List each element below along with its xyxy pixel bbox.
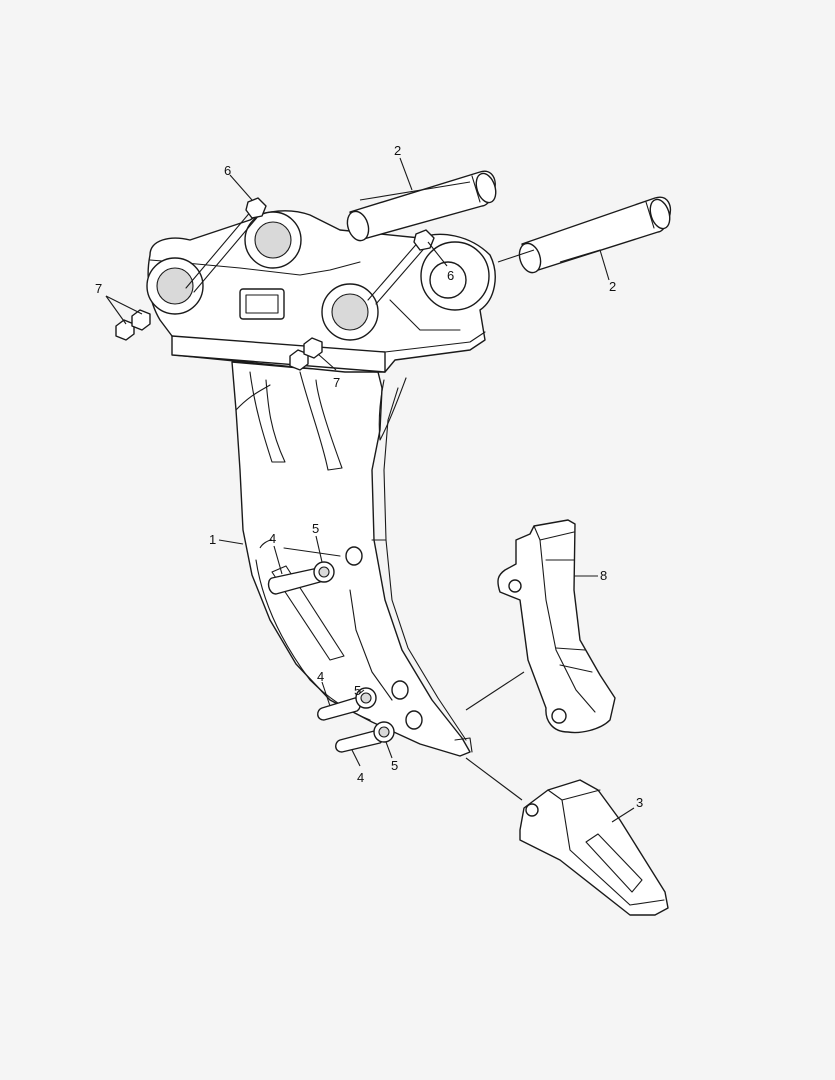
callout-2-lower: 2 <box>609 279 616 294</box>
callout-1: 1 <box>209 532 216 547</box>
callout-4-bottom: 4 <box>357 770 364 785</box>
coupler-bracket <box>146 210 496 373</box>
callout-5-bottom: 5 <box>391 758 398 773</box>
callout-4-mid: 4 <box>317 669 324 684</box>
callout-6-left: 6 <box>224 163 231 178</box>
pin-lower <box>518 196 672 274</box>
bolt-right <box>367 229 435 305</box>
callout-3: 3 <box>636 795 643 810</box>
callout-8: 8 <box>600 568 607 583</box>
nuts-left <box>115 309 151 341</box>
callout-4-top: 4 <box>269 531 276 546</box>
pin-upper <box>346 170 497 242</box>
ripper-tooth <box>519 779 669 916</box>
nuts-right <box>289 337 323 371</box>
callout-2-upper: 2 <box>394 143 401 158</box>
callout-5-top: 5 <box>312 521 319 536</box>
bolt-left <box>185 197 267 293</box>
callout-7-left: 7 <box>95 281 102 296</box>
callout-7-right: 7 <box>333 375 340 390</box>
callout-5-mid: 5 <box>354 683 361 698</box>
shin-guard <box>497 519 616 734</box>
callout-6-right: 6 <box>447 268 454 283</box>
leader-lines <box>105 157 635 823</box>
ripper-shank <box>231 361 473 757</box>
washer-top <box>313 561 335 583</box>
callout-labels: 1 2 2 3 4 4 4 5 5 5 6 6 7 7 8 <box>95 143 643 810</box>
washer-bottom <box>373 721 395 743</box>
